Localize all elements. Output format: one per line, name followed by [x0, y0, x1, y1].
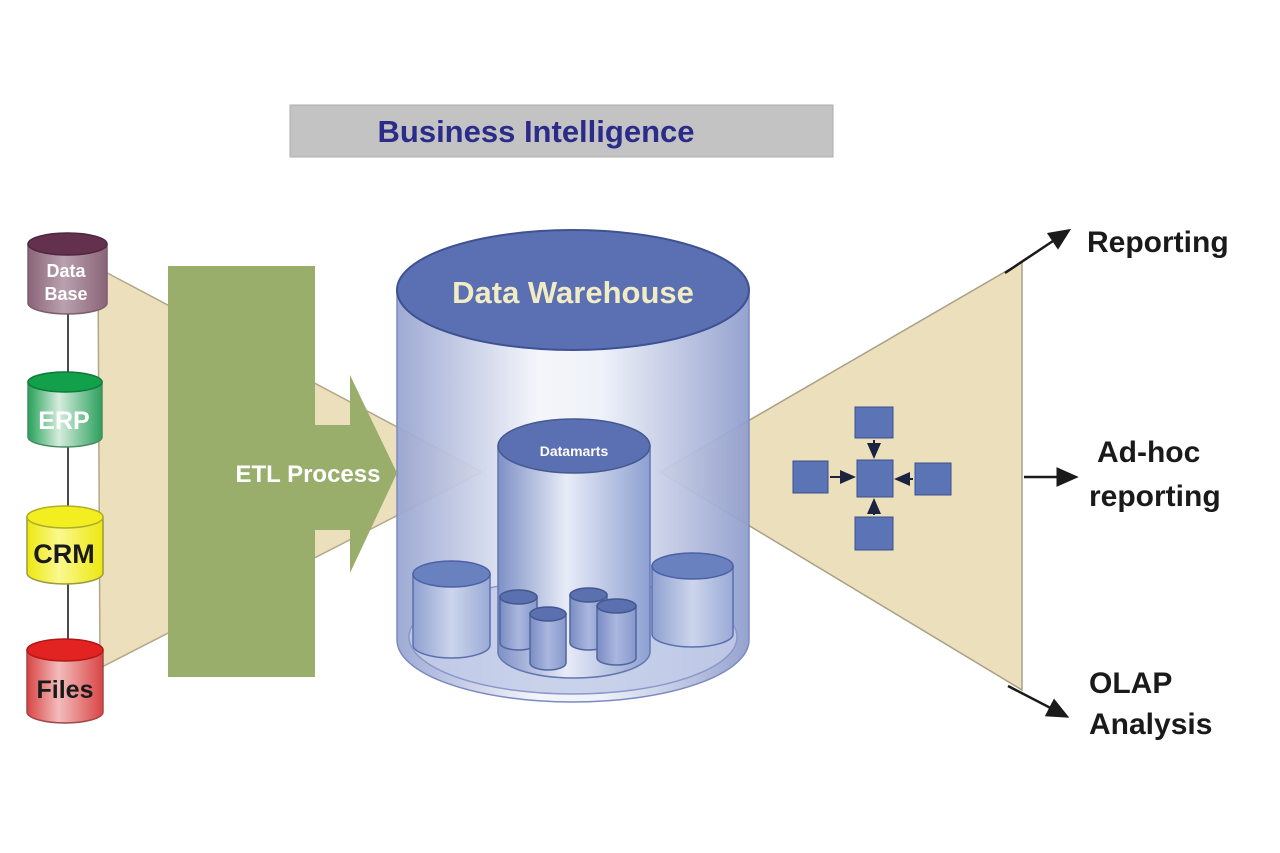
datamart-cylinder-small-4	[596, 598, 637, 666]
etl-label: ETL Process	[236, 461, 381, 488]
star-square-bottom	[854, 516, 894, 551]
output-adhoc-reporting: Ad-hoc reporting	[1024, 436, 1221, 513]
datamart-cylinder-left	[412, 560, 491, 659]
reporting-arrow	[1004, 228, 1072, 275]
star-square-center	[856, 459, 894, 498]
source-cylinder-files: Files	[26, 638, 104, 724]
title-bar: Business Intelligence	[289, 104, 834, 158]
warehouse-label: Data Warehouse	[452, 275, 694, 310]
star-square-right	[914, 462, 952, 496]
etl-arrow-shape	[168, 266, 397, 677]
database-label-line2: Base	[44, 284, 87, 304]
warehouse-top	[396, 229, 750, 351]
source-cylinder-erp: ERP	[27, 371, 103, 448]
title-bar-background	[289, 104, 834, 158]
database-cylinder-top	[27, 232, 108, 256]
crm-cylinder-top	[26, 505, 104, 529]
crm-label: CRM	[33, 539, 95, 569]
datamart-cylinder-right	[651, 552, 734, 648]
adhoc-label-line1: Ad-hoc	[1097, 436, 1200, 469]
datamart-cylinder-small-2	[529, 606, 567, 671]
star-schema-icon	[792, 406, 952, 551]
files-cylinder-top	[26, 638, 104, 662]
olap-arrow	[1007, 684, 1070, 718]
etl-arrow: ETL Process	[168, 266, 397, 677]
star-square-top	[854, 406, 894, 439]
star-square-left	[792, 460, 829, 494]
olap-label-line2: Analysis	[1089, 708, 1212, 741]
erp-label: ERP	[38, 407, 89, 435]
reporting-label: Reporting	[1087, 226, 1229, 259]
data-warehouse-cylinder: Datamarts Data Warehouse	[396, 229, 750, 703]
olap-label-line1: OLAP	[1089, 667, 1172, 700]
erp-cylinder-top	[27, 371, 103, 393]
diagram-title: Business Intelligence	[378, 114, 695, 149]
files-label: Files	[37, 676, 94, 704]
adhoc-label-line2: reporting	[1089, 480, 1221, 513]
source-cylinder-database: Data Base	[27, 232, 108, 315]
output-reporting: Reporting	[1004, 226, 1229, 275]
source-cylinder-crm: CRM	[26, 505, 104, 585]
output-olap-analysis: OLAP Analysis	[1007, 667, 1212, 741]
datamarts-label: Datamarts	[540, 443, 609, 459]
database-label-line1: Data	[46, 261, 86, 281]
datamarts-top	[497, 418, 651, 474]
